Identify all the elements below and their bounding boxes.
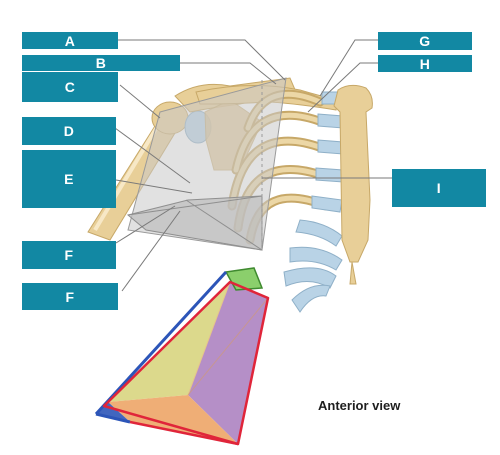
label-e: E bbox=[22, 150, 116, 208]
view-caption: Anterior view bbox=[318, 398, 401, 413]
label-f-lower: F bbox=[22, 283, 118, 310]
sternum bbox=[333, 84, 373, 285]
label-i: I bbox=[392, 169, 486, 207]
costal-cartilages bbox=[283, 91, 346, 313]
label-g: G bbox=[378, 32, 472, 50]
label-b: B bbox=[22, 55, 180, 71]
label-h: H bbox=[378, 55, 472, 72]
label-a: A bbox=[22, 32, 118, 49]
axilla-prism bbox=[126, 77, 287, 251]
label-c: C bbox=[22, 72, 118, 102]
label-f-upper: F bbox=[22, 241, 116, 269]
leader-lines bbox=[114, 39, 392, 292]
axilla-pyramid-schematic bbox=[94, 267, 270, 446]
label-d: D bbox=[22, 117, 116, 145]
